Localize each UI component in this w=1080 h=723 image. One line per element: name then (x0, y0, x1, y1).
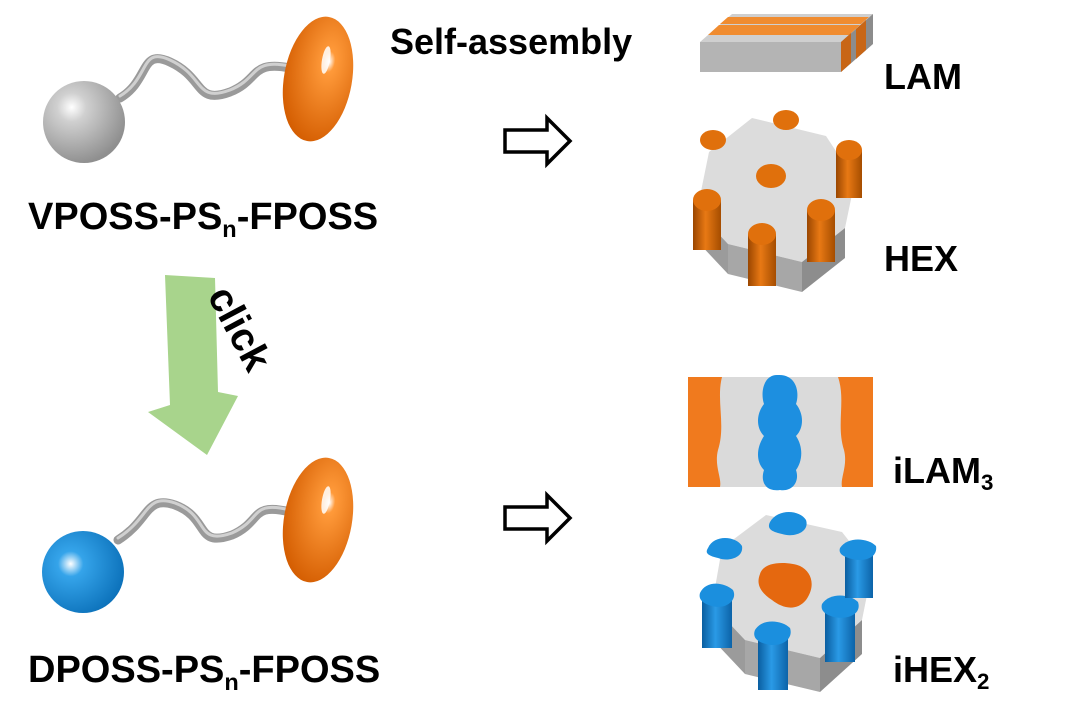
ihex-label: iHEX2 (893, 649, 989, 693)
dposs-sphere (42, 531, 124, 613)
vposs-sphere (43, 81, 125, 163)
molecule-subscript: n (222, 215, 237, 242)
hex-label: HEX (884, 238, 959, 279)
lam-structure (700, 14, 873, 72)
hex-structure (693, 110, 862, 292)
molecule-suffix: -FPOSS (238, 649, 381, 691)
ilam-subscript: 3 (980, 470, 994, 496)
ilam-text: iLAM (893, 450, 981, 491)
ihex-subscript: 2 (977, 669, 990, 695)
molecule-subscript: n (224, 668, 239, 695)
ihex-text: iHEX (893, 649, 978, 690)
molecule-prefix: DPOSS-PS (28, 649, 225, 691)
molecule-dposs (42, 457, 354, 613)
vposs-molecule-label: VPOSS-PSn-FPOSS (28, 196, 379, 240)
fposs-ellipse (282, 457, 354, 583)
molecule-suffix: -FPOSS (236, 196, 379, 238)
click-arrow (148, 275, 238, 455)
ilam-label: iLAM3 (893, 450, 993, 494)
ihex-structure (699, 512, 877, 692)
arrow-right-icon (503, 113, 573, 169)
molecule-vposs (43, 16, 354, 163)
fposs-ellipse (282, 16, 354, 142)
molecule-prefix: VPOSS-PS (28, 196, 223, 238)
ilam-structure (688, 374, 873, 491)
arrow-right-icon (503, 490, 573, 546)
dposs-molecule-label: DPOSS-PSn-FPOSS (28, 649, 381, 693)
lam-label: LAM (884, 56, 962, 97)
self-assembly-label: Self-assembly (390, 21, 633, 62)
